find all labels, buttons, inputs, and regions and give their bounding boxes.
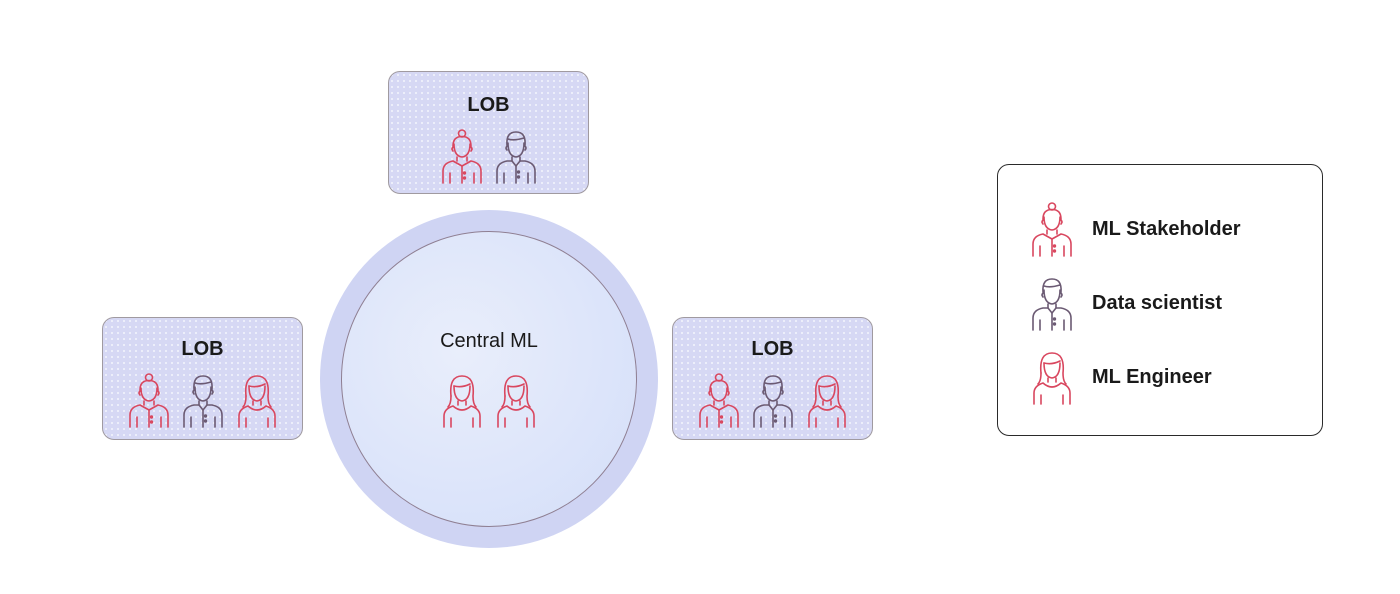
legend-item-ml-stakeholder: ML Stakeholder — [1028, 201, 1241, 257]
legend-item-data-scientist: Data scientist — [1028, 275, 1222, 331]
legend-label: ML Stakeholder — [1092, 217, 1241, 240]
ml-engineer-icon — [803, 372, 851, 428]
lob-box-top: LOB — [388, 71, 589, 194]
data-scientist-icon — [179, 372, 227, 428]
lob-title: LOB — [181, 338, 224, 360]
ml-stakeholder-icon — [695, 372, 743, 428]
ml-stakeholder-icon — [125, 372, 173, 428]
lob-title: LOB — [467, 94, 510, 116]
lob-box-right: LOB — [672, 317, 873, 440]
ml-stakeholder-icon — [1028, 201, 1076, 257]
ml-stakeholder-icon — [438, 128, 486, 184]
lob-box-left: LOB — [102, 317, 303, 440]
ml-engineer-icon — [438, 372, 486, 428]
lob-members — [673, 372, 872, 428]
legend: ML Stakeholder Data scientist ML Enginee… — [997, 164, 1323, 436]
central-ml-members — [341, 372, 637, 428]
lob-members — [103, 372, 302, 428]
central-ml-title: Central ML — [440, 330, 538, 352]
legend-label: ML Engineer — [1092, 365, 1212, 388]
legend-label: Data scientist — [1092, 291, 1223, 314]
ml-engineer-icon — [1028, 349, 1076, 405]
ml-engineer-icon — [233, 372, 281, 428]
data-scientist-icon — [492, 128, 540, 184]
lob-title: LOB — [751, 338, 794, 360]
lob-members — [389, 128, 588, 184]
data-scientist-icon — [749, 372, 797, 428]
central-ml-circle — [341, 231, 637, 527]
ml-engineer-icon — [492, 372, 540, 428]
legend-item-ml-engineer: ML Engineer — [1028, 349, 1212, 405]
data-scientist-icon — [1028, 275, 1076, 331]
